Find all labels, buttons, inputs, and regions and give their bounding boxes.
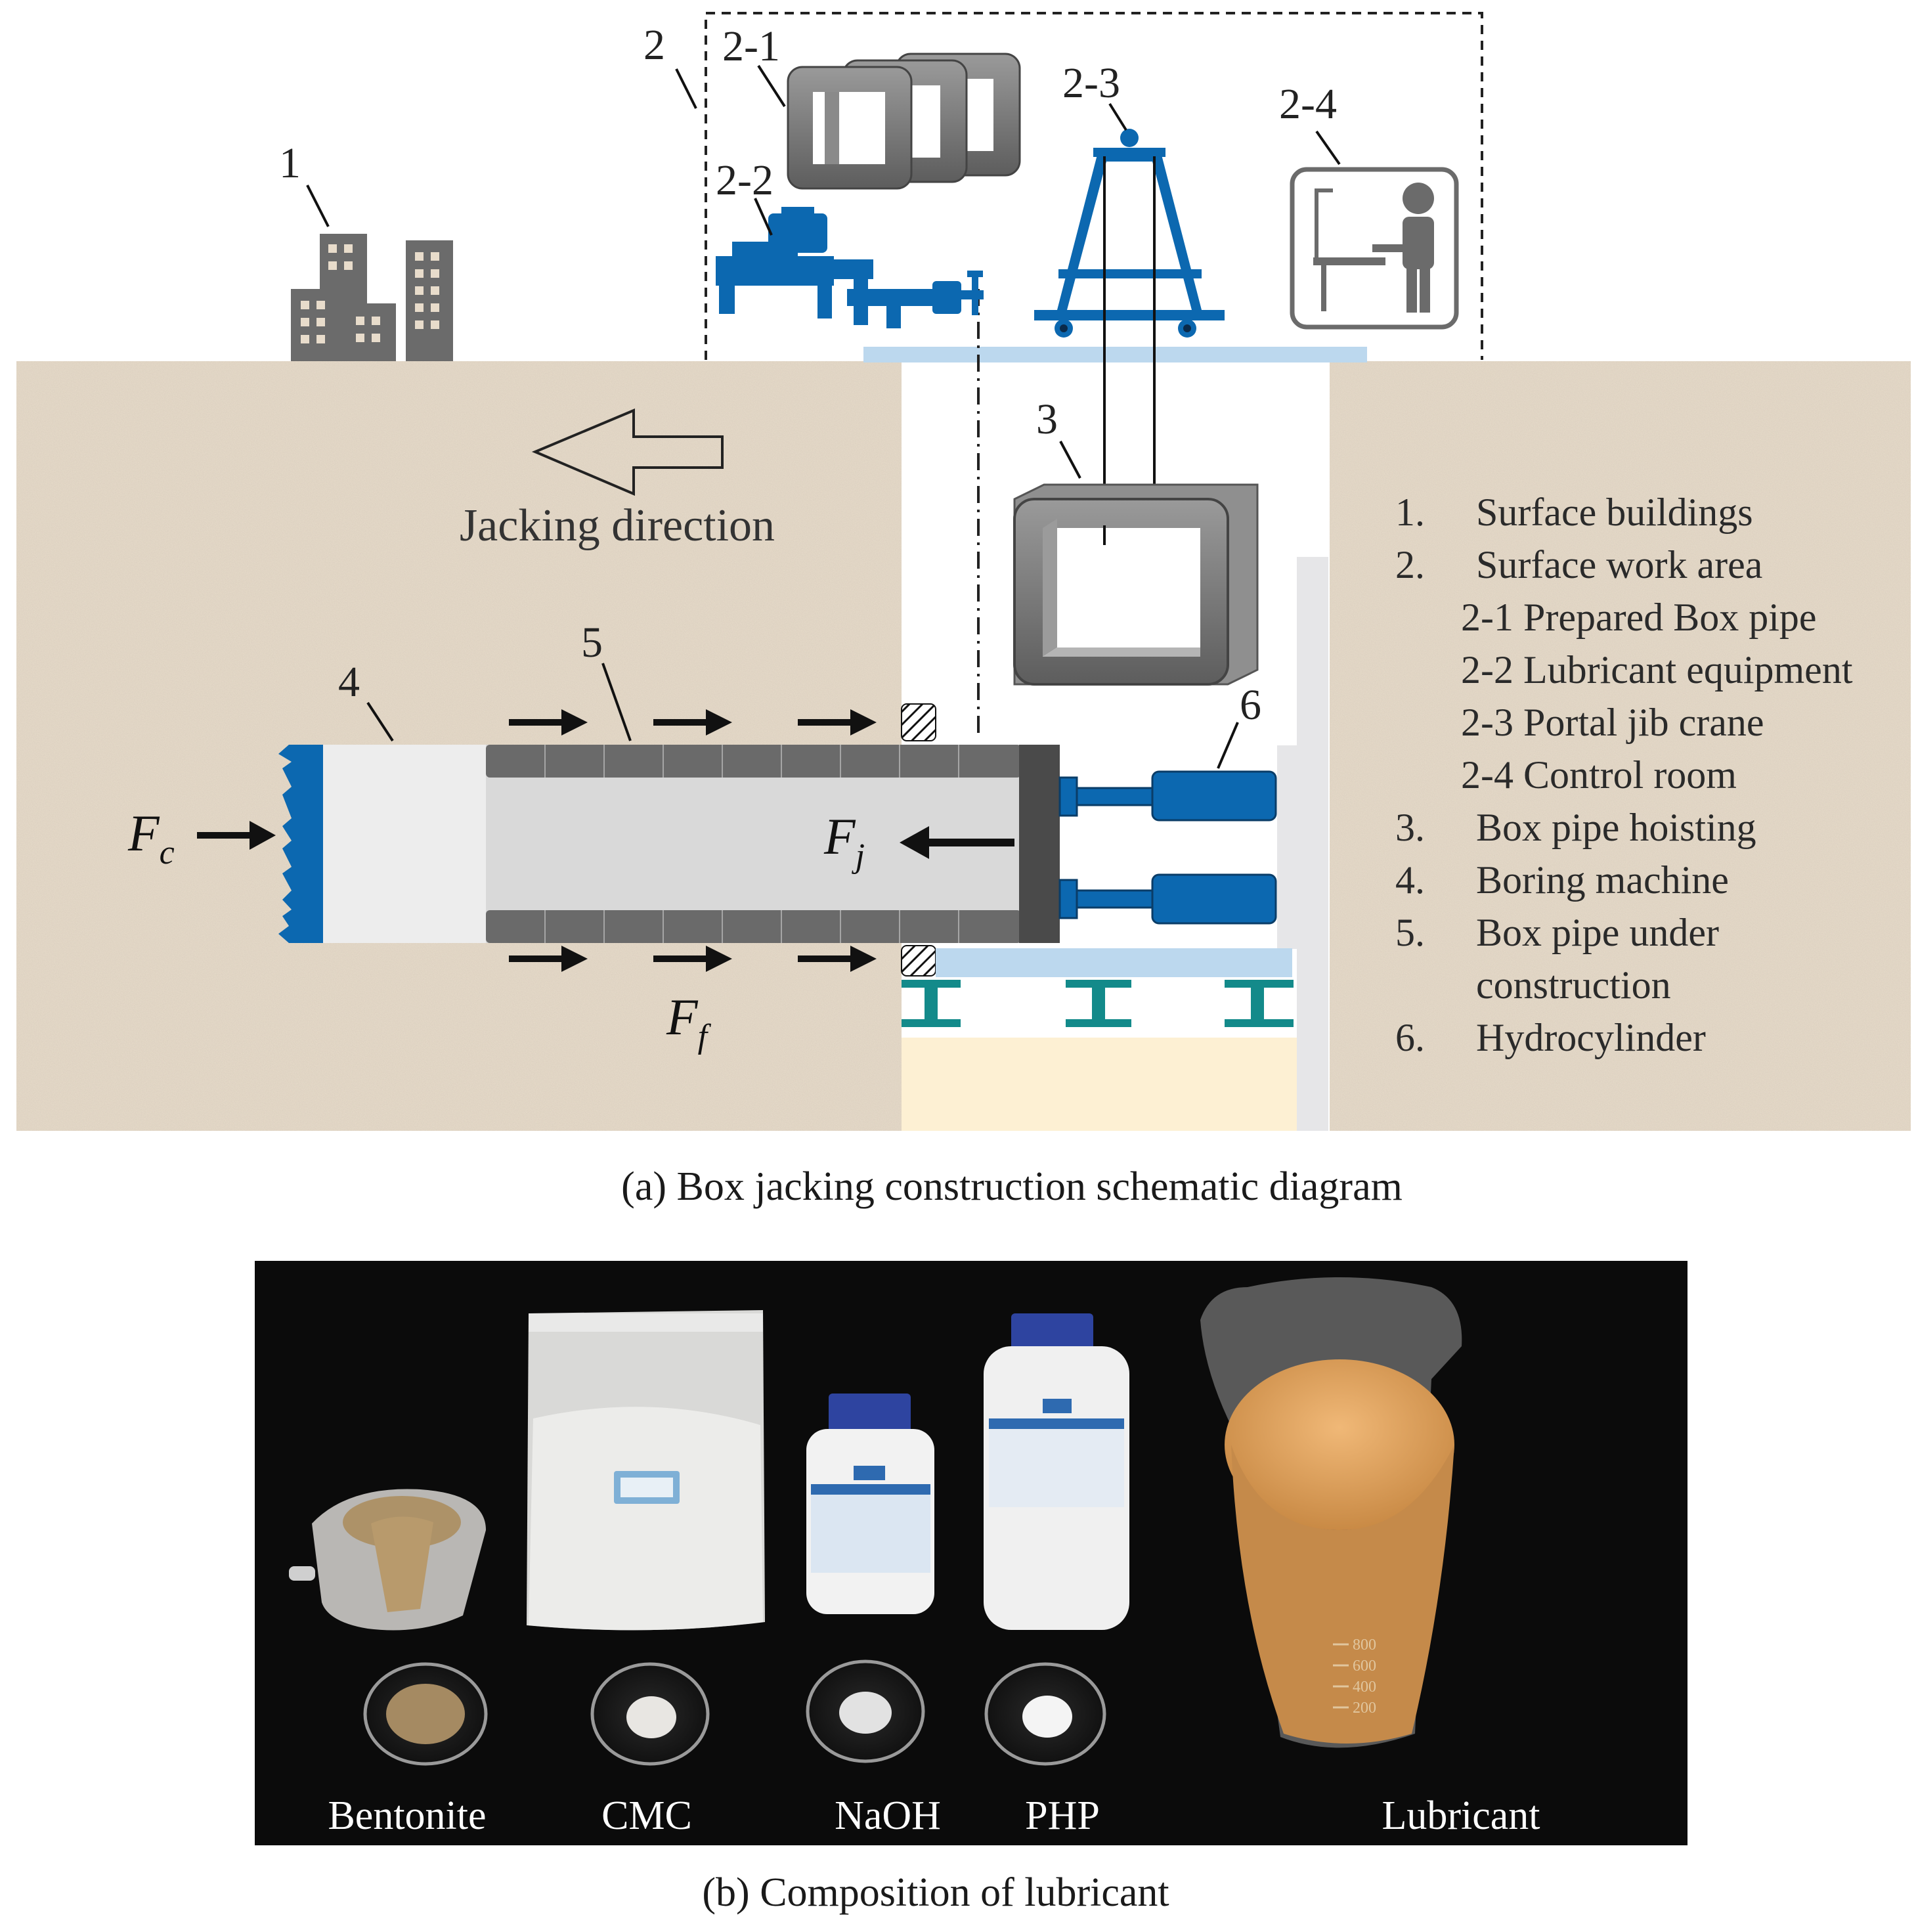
callout-2-3: 2-3 [1062,59,1120,107]
panel-b-caption: (b) Composition of lubricant [702,1870,1169,1915]
legend-num-2: 2. [1395,543,1425,586]
surface-platform [863,347,1367,362]
callout-2: 2 [643,21,665,69]
top-seal [901,703,936,741]
callout-5: 5 [581,619,603,667]
callout-leaders [306,64,1341,769]
panel-b: 800 600 400 200 [255,1261,1687,1915]
legend-text-2-2: 2-2 Lubricant equipment [1461,648,1853,692]
callout-2-2: 2-2 [716,156,773,204]
legend-text-2-3: 2-3 Portal jib crane [1461,701,1764,744]
hydrocylinder [1058,770,1277,925]
legend-num-1: 1. [1395,491,1425,534]
cmc-bag [527,1310,765,1631]
force-fj-label: Fj [823,808,865,875]
legend-text-2-4: 2-4 Control room [1461,753,1737,797]
graduation-600: 600 [1353,1658,1376,1675]
reaction-wall [1297,557,1328,1131]
jacking-direction-label: Jacking direction [460,500,775,551]
bentonite-dish [363,1662,488,1766]
buildings-icon [291,234,453,361]
php-bottle [984,1313,1129,1630]
portal-crane-icon [1034,129,1225,545]
legend-num-3: 3. [1395,806,1425,849]
panel-a-caption: (a) Box jacking construction schematic d… [621,1164,1403,1209]
jacking-direction-arrow [531,408,724,496]
panel-a: Jacking direction [16,12,1911,1209]
beaker-graduations: 800 600 400 200 [1333,1636,1376,1717]
legend-num-5: 5. [1395,911,1425,954]
reaction-plate [1277,745,1297,949]
force-fc-label: Fc [127,804,175,871]
graduation-400: 400 [1353,1679,1376,1696]
naoh-dish [806,1659,925,1763]
legend-text-5-cont: construction [1476,963,1671,1007]
prepared-box-pipe-icon [787,53,1021,190]
work-area-boundary [705,12,1483,360]
bentonite-label: Bentonite [328,1793,486,1838]
petri-dishes [363,1659,1106,1766]
control-room-icon [1290,167,1459,330]
php-label: PHP [1025,1793,1100,1838]
callout-4: 4 [338,658,360,706]
bentonite-cup [289,1489,486,1631]
php-dish [984,1662,1106,1766]
bottom-seal [901,945,936,977]
photo-background [255,1261,1687,1845]
cmc-dish [590,1662,710,1766]
cmc-label: CMC [601,1793,692,1838]
graduation-200: 200 [1353,1700,1376,1717]
callout-2-1: 2-1 [722,22,780,70]
force-arrows [197,709,1014,972]
legend-text-4: Boring machine [1476,858,1729,902]
callout-6: 6 [1240,681,1261,729]
callout-3: 3 [1036,395,1058,443]
legend-text-2: Surface work area [1476,543,1762,586]
lubricant-beaker: 800 600 400 200 [1200,1277,1462,1748]
naoh-label: NaOH [835,1793,941,1838]
legend-text-2-1: 2-1 Prepared Box pipe [1461,596,1817,639]
callout-2-4: 2-4 [1279,80,1337,128]
legend-num-4: 4. [1395,858,1425,902]
naoh-bottle [806,1394,934,1614]
hoisting-box-pipe-icon [1013,483,1259,686]
graduation-800: 800 [1353,1636,1376,1654]
legend: 1. Surface buildings 2. Surface work are… [1395,491,1853,1059]
legend-text-1: Surface buildings [1476,491,1753,534]
jacking-base-plate [936,948,1292,977]
legend-num-6: 6. [1395,1016,1425,1059]
legend-text-3: Box pipe hoisting [1476,806,1756,849]
legend-text-5: Box pipe under [1476,911,1719,954]
callout-1: 1 [279,139,301,187]
lubricant-label: Lubricant [1382,1793,1540,1838]
lubricant-equipment-icon [716,207,984,328]
boring-machine [278,745,486,943]
shaft-floor-fill [902,1038,1299,1131]
i-beam-supports [902,980,1294,1027]
legend-text-6: Hydrocylinder [1476,1016,1706,1059]
